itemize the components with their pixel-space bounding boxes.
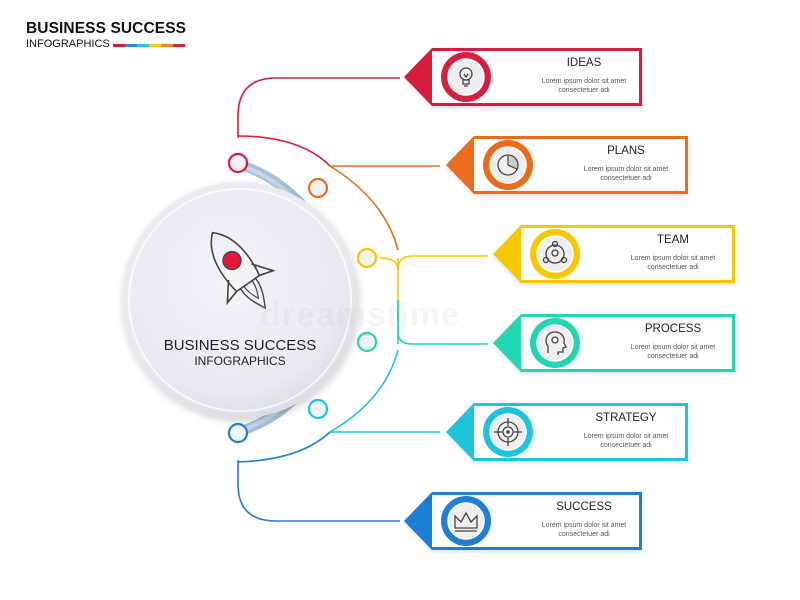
color-bar-segment [172,43,185,47]
step-dot [356,247,378,269]
color-bar-segment [112,43,125,47]
connector-line [379,255,488,271]
center-title-sub: INFOGRAPHICS [194,354,286,368]
step-dot [227,152,249,174]
step-title: IDEAS [566,57,602,69]
color-bar-segment [160,43,173,47]
color-bar-segment [124,43,137,47]
icon-disc [447,502,485,540]
step-dot [307,177,329,199]
center-title-main: BUSINESS SUCCESS [163,337,317,354]
connector-curve [237,431,331,463]
step-title: PLANS [607,145,645,157]
target-icon [494,418,522,446]
center-circle-highlight [128,188,352,412]
center-title: BUSINESS SUCCESS INFOGRAPHICS [140,337,340,369]
lightbulb-icon [459,67,473,87]
header-subtitle: INFOGRAPHICS [26,38,110,50]
header-title: BUSINESS SUCCESS [26,20,187,37]
team-icon [542,240,568,264]
connector-line [237,77,400,138]
connector-curve [237,135,331,167]
step-title: SUCCESS [556,501,612,513]
connector-curve [329,165,399,251]
center-circle [122,182,358,418]
crown-icon [454,511,478,532]
pie-chart-icon [497,154,519,176]
connector-line [237,460,400,522]
color-bar-segment [148,43,161,47]
step-dot [227,422,249,444]
step-dot [356,331,378,353]
step-title: TEAM [657,234,689,246]
connector-curve [329,349,399,433]
head-gear-icon [545,331,567,355]
step-dot [307,398,329,420]
rocket-icon [210,231,276,310]
connector-line [397,300,488,345]
color-bar-segment [136,43,149,47]
step-title: STRATEGY [595,412,657,424]
color-bar [112,43,185,47]
step-title: PROCESS [644,323,702,335]
header: BUSINESS SUCCESS INFOGRAPHICS [26,20,186,51]
watermark: dreamstime [260,296,461,334]
